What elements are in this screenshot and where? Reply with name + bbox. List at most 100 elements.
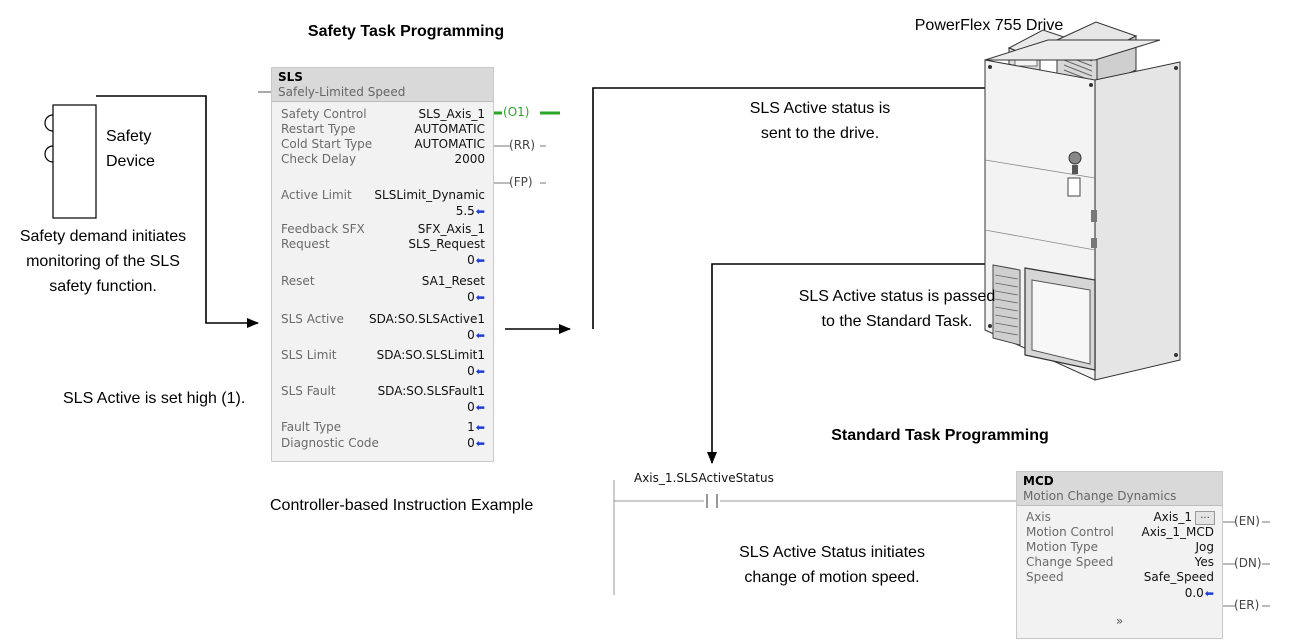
mcd-row-value[interactable]: Axis_1	[1153, 510, 1192, 524]
sls-row-value: 1⬅	[467, 420, 485, 434]
mcd-row-label: Change Speed	[1026, 555, 1114, 569]
sls-row-value[interactable]: SLS_Axis_1	[418, 107, 485, 121]
initiates-change-line2: change of motion speed.	[744, 569, 920, 586]
sent-to-drive-line1: SLS Active status is	[749, 100, 891, 117]
output-pin-rr[interactable]: (RR)	[509, 138, 536, 152]
sls-block-name: SLS	[278, 70, 303, 84]
safety-demand-line1: Safety demand initiates	[19, 228, 187, 245]
browse-button[interactable]: ...	[1195, 511, 1215, 525]
mcd-block-header: MCD Motion Change Dynamics	[1017, 472, 1222, 506]
mcd-row-label: Motion Control	[1026, 525, 1114, 539]
sls-row-active-limit: Active Limit SLSLimit_Dynamic	[272, 188, 493, 203]
mcd-row-label: Motion Type	[1026, 540, 1099, 554]
controller-example-caption: Controller-based Instruction Example	[270, 497, 534, 514]
left-arrow-icon: ⬅	[475, 291, 485, 304]
output-pin-en[interactable]: (EN)	[1234, 514, 1260, 528]
sls-row-reset: Reset SA1_Reset	[272, 274, 493, 289]
sls-row-label: Check Delay	[281, 152, 357, 166]
sls-row-value[interactable]: SDA:SO.SLSLimit1	[376, 348, 485, 362]
output-pin-er[interactable]: (ER)	[1234, 598, 1260, 612]
output-pin-o1[interactable]: (O1)	[503, 105, 530, 119]
double-chevron-down-icon[interactable]: »	[1115, 614, 1124, 628]
mcd-block-description: Motion Change Dynamics	[1023, 489, 1177, 503]
sls-row-sls-fault: SLS Fault SDA:SO.SLSFault1	[272, 384, 493, 399]
sls-row-fault-type: Fault Type 1⬅	[272, 420, 493, 435]
left-arrow-icon: ⬅	[475, 437, 485, 450]
mcd-row-value[interactable]: Axis_1_MCD	[1141, 525, 1214, 539]
mcd-row-motion-type: Motion Type Jog	[1017, 540, 1222, 555]
initiates-change-line1: SLS Active Status initiates	[739, 544, 925, 561]
left-arrow-icon: ⬅	[475, 365, 485, 378]
xic-contact-icon	[704, 494, 720, 508]
sls-row-value[interactable]: SFX_Axis_1	[417, 222, 485, 236]
mcd-row-motion-control: Motion Control Axis_1_MCD	[1017, 525, 1222, 540]
sls-row-cold-start-type: Cold Start Type AUTOMATIC	[272, 137, 493, 152]
sls-instruction-block[interactable]: SLS Safely-Limited Speed Safety Control …	[271, 67, 494, 462]
mcd-row-label: Speed	[1026, 570, 1064, 584]
safety-device-icon	[44, 104, 97, 219]
mcd-row-speed: Speed Safe_Speed	[1017, 570, 1222, 585]
sls-row-value[interactable]: SLSLimit_Dynamic	[374, 188, 485, 202]
sls-request-value: 0⬅	[467, 253, 485, 268]
sls-row-value[interactable]: SA1_Reset	[421, 274, 485, 288]
sls-active-high-caption: SLS Active is set high (1).	[63, 390, 246, 407]
sls-block-header: SLS Safely-Limited Speed	[272, 68, 493, 102]
sls-row-request: Request SLS_Request	[272, 237, 493, 252]
sls-row-diagnostic-code: Diagnostic Code 0⬅	[272, 436, 493, 451]
sls-block-description: Safely-Limited Speed	[278, 85, 406, 99]
mcd-row-label: Axis	[1026, 510, 1051, 524]
sls-row-check-delay: Check Delay 2000	[272, 152, 493, 167]
mcd-speed-value: 0.0⬅	[1184, 586, 1214, 601]
sls-row-label: Cold Start Type	[281, 137, 373, 151]
sls-row-value[interactable]: SDA:SO.SLSFault1	[377, 384, 485, 398]
sls-row-value[interactable]: SLS_Request	[408, 237, 485, 251]
output-pin-dn[interactable]: (DN)	[1234, 556, 1262, 570]
sls-row-sls-active: SLS Active SDA:SO.SLSActive1	[272, 312, 493, 327]
left-arrow-icon: ⬅	[475, 205, 485, 218]
left-arrow-icon: ⬅	[475, 254, 485, 267]
sls-row-label: Active Limit	[281, 188, 352, 202]
sls-row-label: SLS Fault	[281, 384, 336, 398]
sls-fault-value: 0⬅	[467, 400, 485, 415]
drive-heading: PowerFlex 755 Drive	[914, 17, 1064, 34]
mcd-row-change-speed: Change Speed Yes	[1017, 555, 1222, 570]
sls-row-restart-type: Restart Type AUTOMATIC	[272, 122, 493, 137]
sls-row-label: Feedback SFX	[281, 222, 365, 236]
sls-row-value[interactable]: 2000	[454, 152, 485, 166]
sls-row-value[interactable]: AUTOMATIC	[414, 137, 485, 151]
status-to-drive-connector	[592, 83, 1109, 329]
sls-row-label: Fault Type	[281, 420, 342, 434]
sls-row-value[interactable]: AUTOMATIC	[414, 122, 485, 136]
sls-row-label: SLS Limit	[281, 348, 337, 362]
output-pin-fp[interactable]: (FP)	[509, 175, 533, 189]
mcd-row-value[interactable]: Safe_Speed	[1143, 570, 1214, 584]
mcd-block-name: MCD	[1023, 474, 1054, 488]
mcd-row-value[interactable]: Yes	[1194, 555, 1214, 569]
sls-row-feedback-sfx: Feedback SFX SFX_Axis_1	[272, 222, 493, 237]
sls-reset-value: 0⬅	[467, 290, 485, 305]
left-arrow-icon: ⬅	[1204, 587, 1214, 600]
safety-device-label-line2: Device	[106, 153, 155, 170]
left-arrow-icon: ⬅	[475, 421, 485, 434]
sls-row-sls-limit: SLS Limit SDA:SO.SLSLimit1	[272, 348, 493, 363]
sls-row-label: Request	[281, 237, 330, 251]
sls-row-value: 0⬅	[467, 436, 485, 450]
left-arrow-icon: ⬅	[475, 329, 485, 342]
passed-to-standard-line2: to the Standard Task.	[821, 313, 973, 330]
sls-row-value[interactable]: SDA:SO.SLSActive1	[369, 312, 485, 326]
powerflex-drive-image	[984, 21, 1181, 381]
mcd-row-value[interactable]: Jog	[1195, 540, 1215, 554]
left-arrow-icon: ⬅	[475, 401, 485, 414]
sls-active-limit-value: 5.5⬅	[455, 204, 485, 219]
sls-row-label: SLS Active	[281, 312, 344, 326]
mcd-instruction-block[interactable]: MCD Motion Change Dynamics Axis Axis_1 .…	[1016, 471, 1223, 639]
safety-demand-line3: safety function.	[49, 278, 157, 295]
safety-task-heading: Safety Task Programming	[307, 23, 505, 40]
sls-row-label: Reset	[281, 274, 315, 288]
sls-row-label: Restart Type	[281, 122, 356, 136]
sls-row-label: Safety Control	[281, 107, 367, 121]
mcd-row-axis: Axis Axis_1 ...	[1017, 510, 1222, 525]
sent-to-drive-line2: sent to the drive.	[760, 125, 880, 142]
contact-tag-label: Axis_1.SLSActiveStatus	[634, 471, 774, 485]
